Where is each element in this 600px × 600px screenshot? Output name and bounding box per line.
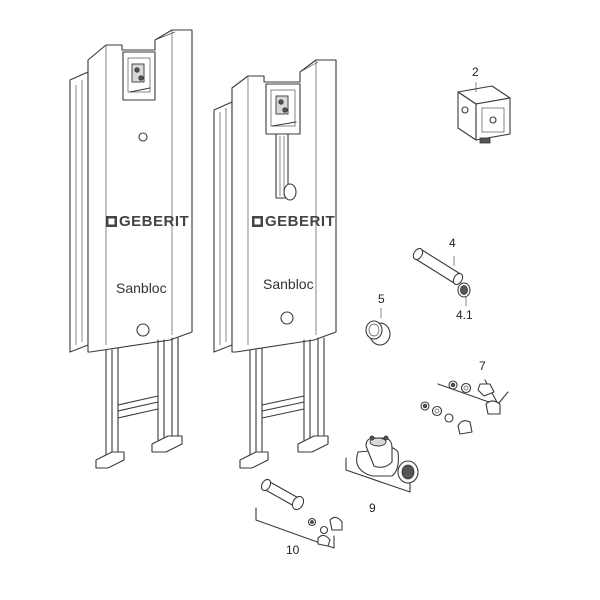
- connection-box-1: [122, 51, 156, 101]
- connection-box-2: [265, 83, 301, 135]
- frame-legs-2: [239, 337, 329, 469]
- callout-2: 2: [472, 65, 479, 79]
- flush-pipe-2: [275, 133, 297, 201]
- geberit-logo-mark-2: [252, 216, 263, 227]
- frame-1-brand: GEBERIT: [119, 213, 190, 230]
- callout-4-1: 4.1: [456, 308, 473, 322]
- callout-7: 7: [479, 359, 486, 373]
- installation-frame-2: [213, 59, 337, 469]
- part-10-outlet-pipe: [255, 478, 343, 549]
- callout-10: 10: [286, 543, 300, 557]
- part-2-mounting-box: [457, 82, 511, 144]
- part-4-1-seal-ring: [457, 282, 471, 306]
- part-9-siphon: [345, 435, 419, 493]
- part-7-fixing-set: [420, 379, 509, 435]
- part-5-sleeve: [365, 308, 391, 346]
- geberit-logo-mark-1: [106, 216, 117, 227]
- callout-9: 9: [369, 501, 376, 515]
- callout-4: 4: [449, 236, 456, 250]
- callout-5: 5: [378, 292, 385, 306]
- part-4-connection-pipe: [412, 247, 464, 286]
- installation-frame-1: [69, 29, 193, 469]
- frame-2-brand: GEBERIT: [265, 213, 336, 230]
- frame-legs-1: [95, 337, 183, 469]
- frame-1-model: Sanbloc: [116, 280, 167, 296]
- frame-2-model: Sanbloc: [263, 276, 314, 292]
